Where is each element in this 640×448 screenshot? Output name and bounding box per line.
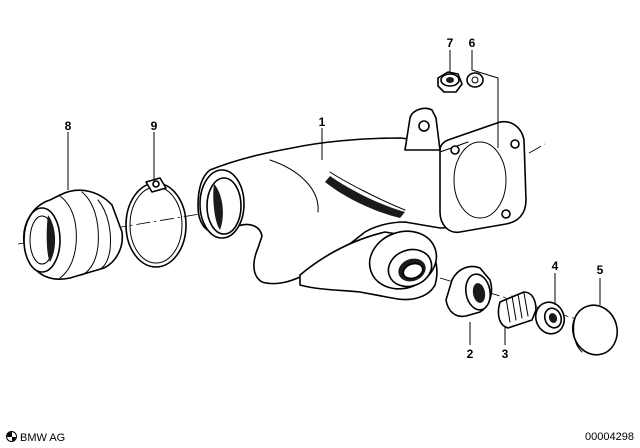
copyright-text: BMW AG [20,432,66,444]
callout-2: 2 [467,347,474,361]
callout-6: 6 [469,36,476,50]
callout-5: 5 [597,263,604,277]
callout-3: 3 [502,347,509,361]
threaded-insert-part [497,291,537,329]
callout-4: 4 [552,259,559,273]
leader-6 [471,50,499,148]
callout-9: 9 [151,119,158,133]
bmw-roundel-icon [6,431,17,442]
hose-clamp-part [125,177,187,268]
copyright-notice: BMW AG [6,431,65,444]
rubber-sleeve-part [23,189,124,280]
callout-7: 7 [447,36,454,50]
washer-part [466,72,484,88]
diagram-id: 00004298 [585,431,634,443]
callout-1: 1 [319,115,326,129]
leader-lines [67,50,601,345]
seal-ring-part [534,301,566,335]
cap-part [571,304,619,356]
bushing-part [445,265,493,318]
nut-part [437,71,463,93]
intake-pipe-part [197,107,527,301]
callout-8: 8 [65,119,72,133]
